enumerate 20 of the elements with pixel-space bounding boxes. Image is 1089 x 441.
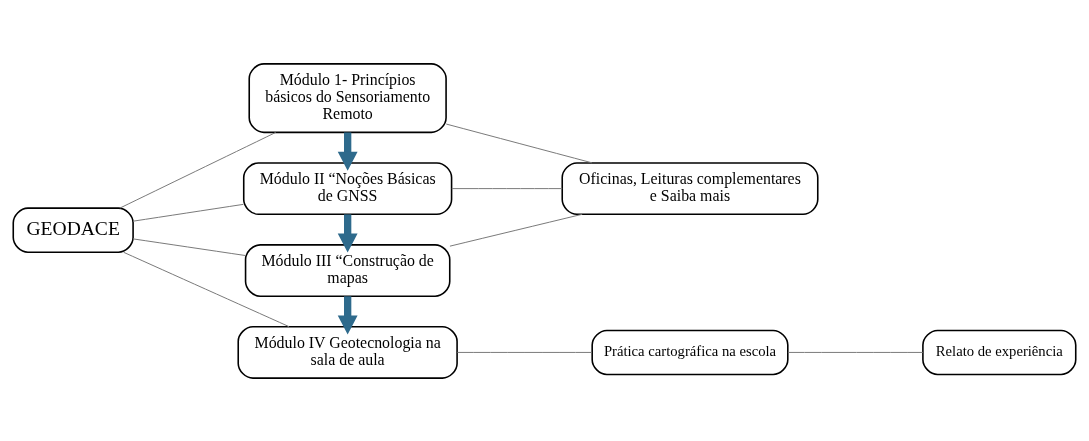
node-box: GEODACE bbox=[12, 206, 134, 253]
node-box: Relato de experiência bbox=[922, 329, 1077, 375]
connector bbox=[451, 187, 563, 189]
arrow bbox=[337, 213, 358, 252]
node-box: Módulo 1- Princípios básicos do Sensoriamento Remoto bbox=[248, 62, 447, 133]
connector bbox=[132, 203, 244, 222]
connector bbox=[119, 131, 277, 209]
connector bbox=[445, 123, 593, 163]
connector bbox=[123, 251, 290, 327]
connector bbox=[787, 351, 924, 353]
node-box: Oficinas, Leituras complementares e Saiba mais bbox=[561, 161, 819, 215]
node-box: Módulo II “Noções Básicas de GNSS bbox=[242, 161, 453, 215]
connector bbox=[449, 213, 583, 247]
node-box: Módulo IV Geotecnologia na sala de aula bbox=[237, 325, 458, 379]
arrow bbox=[337, 295, 358, 334]
node-box: Prática cartográfica na escola bbox=[591, 329, 789, 375]
node-box: Módulo III “Construção de mapas bbox=[244, 243, 451, 297]
connector bbox=[132, 237, 247, 256]
connector bbox=[456, 351, 593, 353]
arrow bbox=[337, 132, 358, 171]
